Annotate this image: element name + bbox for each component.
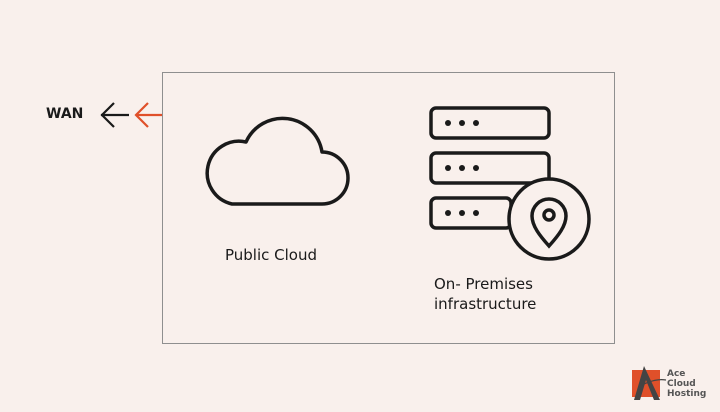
- wan-arrow-icon: [100, 102, 129, 128]
- logo-line1: Ace: [667, 369, 686, 379]
- cloud-icon: [205, 116, 350, 206]
- ace-cloud-hosting-logo: [632, 366, 667, 400]
- logo-text: Ace Cloud Hosting: [667, 369, 706, 399]
- public-cloud-label: Public Cloud: [225, 246, 318, 264]
- wan-label: WAN: [46, 106, 84, 122]
- logo-line3: Hosting: [667, 389, 707, 399]
- hybrid-environment-boundary: [162, 72, 615, 344]
- logo-line2: Cloud: [667, 379, 696, 389]
- on-premises-label-line2: infrastructure: [434, 295, 537, 313]
- uplink-arrow-icon: [134, 102, 162, 128]
- location-pin-icon: [507, 177, 591, 261]
- server-rack-icon: [429, 106, 551, 230]
- on-premises-label-line1: On- Premises: [434, 275, 533, 293]
